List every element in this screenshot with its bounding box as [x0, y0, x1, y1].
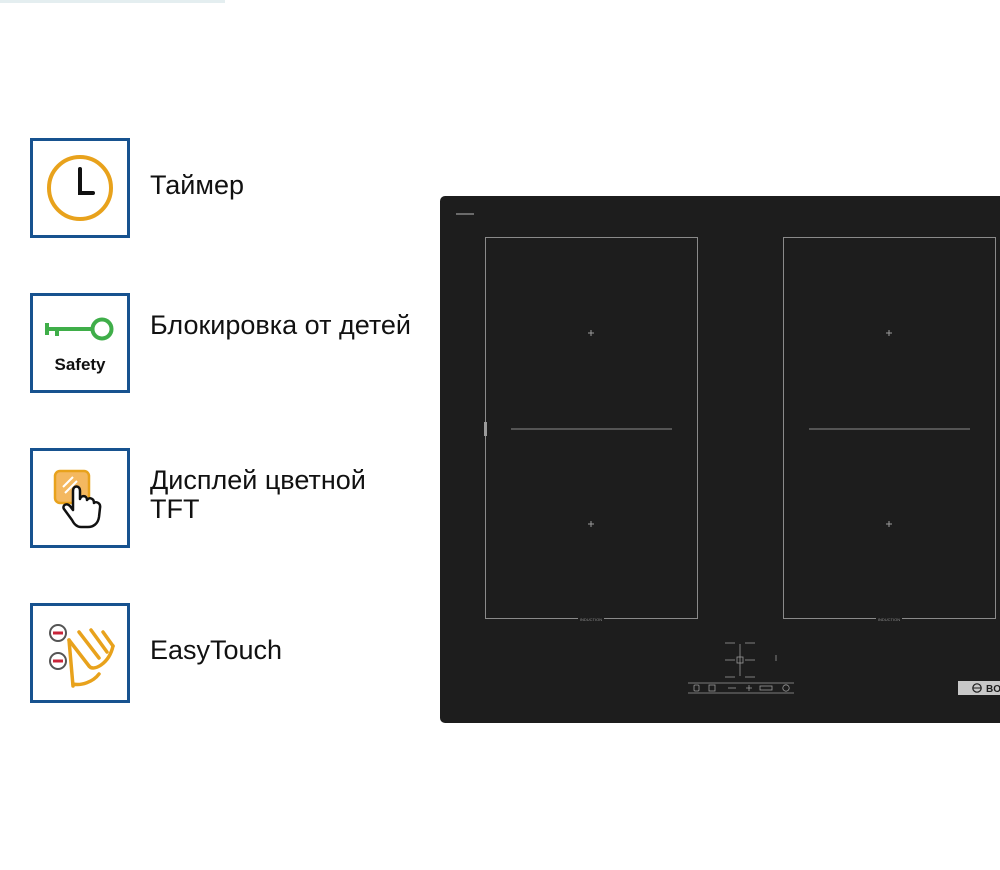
safety-badge-text: Safety	[54, 355, 106, 374]
feature-label-tft-display: Дисплей цветной TFT	[150, 465, 366, 524]
touch-control-bar	[688, 682, 794, 694]
feature-label-child-lock: Блокировка от детей	[150, 310, 412, 340]
zone-label-left: INDUCTION	[580, 617, 602, 622]
feature-child-lock: Safety Блокировка от детей	[30, 293, 430, 393]
cooking-zone-right: INDUCTION	[783, 237, 996, 622]
model-print-mark	[456, 213, 474, 215]
feature-label-easytouch: EasyTouch	[150, 635, 283, 665]
brand-logo-text: BOSCH	[986, 684, 1000, 695]
brand-plate: BOSCH	[958, 681, 1000, 695]
top-decorative-strip	[0, 0, 225, 3]
induction-cooktop-image: INDUCTION INDUCTION	[440, 196, 1000, 723]
tft-touch-display-icon	[30, 448, 130, 548]
timer-clock-icon	[30, 138, 130, 238]
zone-label-right: INDUCTION	[878, 617, 900, 622]
feature-easytouch: EasyTouch	[30, 603, 430, 703]
cooking-zone-left: INDUCTION	[484, 237, 698, 622]
control-panel	[725, 642, 777, 678]
feature-timer: Таймер	[30, 138, 430, 238]
feature-label-timer: Таймер	[150, 170, 244, 200]
easytouch-hand-icon	[30, 603, 130, 703]
child-safety-key-icon: Safety	[30, 293, 130, 393]
feature-tft-display: Дисплей цветной TFT	[30, 448, 430, 548]
